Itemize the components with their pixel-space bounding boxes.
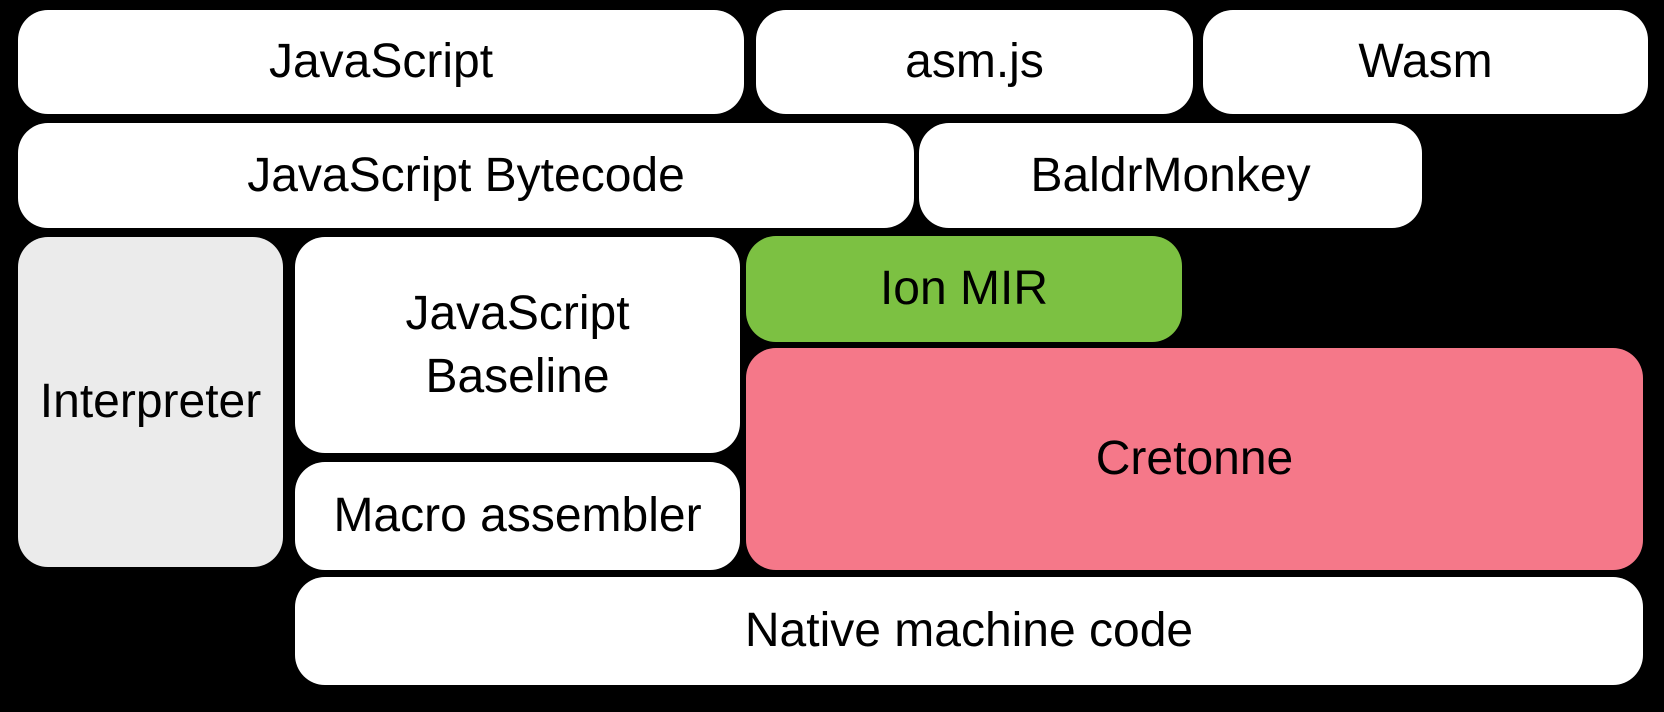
- box-javascript-bytecode: JavaScript Bytecode: [18, 123, 914, 228]
- box-javascript-baseline: JavaScript Baseline: [295, 237, 740, 453]
- box-ion-mir: Ion MIR: [746, 236, 1182, 342]
- box-native-machine-code: Native machine code: [295, 577, 1643, 685]
- box-cretonne: Cretonne: [746, 348, 1643, 570]
- box-javascript: JavaScript: [18, 10, 744, 114]
- box-baldrmonkey: BaldrMonkey: [919, 123, 1422, 228]
- box-asm-js: asm.js: [756, 10, 1193, 114]
- box-macro-assembler: Macro assembler: [295, 462, 740, 570]
- box-wasm: Wasm: [1203, 10, 1648, 114]
- box-interpreter: Interpreter: [18, 237, 283, 567]
